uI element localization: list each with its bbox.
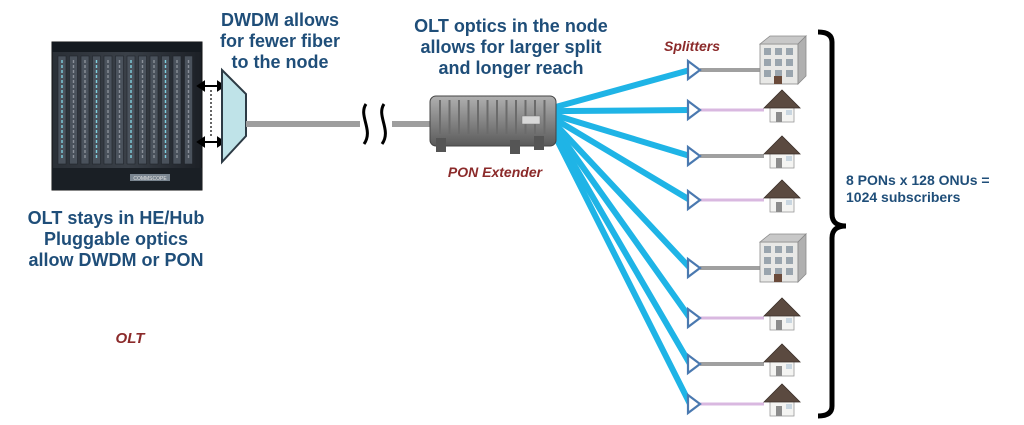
olt-label: OLT — [115, 330, 145, 347]
splitter-icon — [686, 256, 702, 280]
apartment-window — [764, 268, 771, 275]
branch-group — [686, 135, 801, 169]
house-roof — [763, 179, 801, 199]
optics-note: OLT optics in the node allows for larger… — [386, 16, 636, 79]
olt-note-line: allow DWDM or PON — [28, 250, 204, 270]
apartment-side — [797, 35, 807, 85]
apartment-door — [774, 76, 782, 84]
subscriber-count-note: 8 PONs x 128 ONUs = 1024 subscribers — [846, 172, 1016, 206]
chassis-brand-plate — [130, 174, 170, 181]
branch-group — [686, 233, 807, 283]
pon-fiber-line — [549, 114, 693, 203]
house-window — [786, 404, 792, 409]
splitter-icon — [686, 306, 702, 330]
apartment-window — [775, 257, 782, 264]
apartment-window — [786, 70, 793, 77]
apartment-door — [774, 274, 782, 282]
subscriber-bracket — [817, 29, 847, 419]
branch-group — [686, 179, 801, 213]
apartment-window — [786, 48, 793, 55]
olt-note-line: Pluggable optics — [43, 229, 189, 249]
olt-note: OLT stays in HE/Hub Pluggable optics all… — [2, 208, 230, 271]
apartment-window — [775, 268, 782, 275]
splitters-label: Splitters — [663, 38, 720, 54]
apartment-window — [775, 70, 782, 77]
house-door — [776, 112, 782, 122]
apartment-window — [764, 70, 771, 77]
apartment-window — [786, 59, 793, 66]
branch-group — [686, 89, 801, 123]
olt-note-line: OLT stays in HE/Hub — [27, 208, 205, 228]
apartment-window — [786, 246, 793, 253]
house-roof — [763, 297, 801, 317]
apartment-window — [775, 59, 782, 66]
dwdm-note-line: for fewer fiber — [219, 31, 341, 51]
apartment-window — [786, 257, 793, 264]
pon-extender-label: PON Extender — [447, 164, 543, 180]
pon-fiber-line — [549, 107, 693, 115]
splitter-icon — [686, 58, 702, 82]
subscriber-count-line: 8 PONs x 128 ONUs = — [846, 172, 990, 188]
branch-group — [686, 297, 801, 331]
dwdm-note-line: DWDM allows — [220, 10, 339, 30]
house-door — [776, 202, 782, 212]
house-window — [786, 200, 792, 205]
olt-chassis: COMMSCOPE — [51, 41, 203, 191]
splitter-icon — [686, 98, 702, 122]
house-window — [786, 364, 792, 369]
branch-group — [686, 383, 801, 417]
dwdm-note-line: to the node — [231, 52, 329, 72]
apartment-window — [775, 48, 782, 55]
splitter-icon — [686, 188, 702, 212]
branch-group — [686, 35, 807, 85]
splitter-icon — [686, 352, 702, 376]
apartment-window — [775, 246, 782, 253]
house-window — [786, 156, 792, 161]
apartment-window — [764, 48, 771, 55]
apartment-window — [786, 268, 793, 275]
house-window — [786, 318, 792, 323]
house-door — [776, 320, 782, 330]
pon-fiber-line — [549, 120, 693, 321]
branch-group — [686, 343, 801, 377]
optics-note-line: and longer reach — [438, 58, 584, 78]
pon-fiber-line — [549, 127, 693, 407]
house-roof — [763, 89, 801, 109]
pon-fiber-line — [549, 111, 693, 159]
house-window — [786, 110, 792, 115]
splitter-icon — [686, 392, 702, 416]
apartment-side — [797, 233, 807, 283]
pon-fiber-line — [549, 123, 693, 367]
apartment-window — [764, 59, 771, 66]
dwdm-mux — [221, 67, 247, 165]
pon-extender-node — [429, 95, 557, 154]
house-roof — [763, 135, 801, 155]
house-door — [776, 406, 782, 416]
optics-note-line: OLT optics in the node — [414, 16, 608, 36]
house-roof — [763, 383, 801, 403]
fiber-break-icon — [362, 103, 387, 145]
pon-fiber-line — [549, 117, 693, 271]
dwdm-note: DWDM allows for fewer fiber to the node — [210, 10, 350, 73]
apartment-window — [764, 246, 771, 253]
house-door — [776, 366, 782, 376]
pon-fiber-group — [549, 67, 693, 407]
subscriber-count-line: 1024 subscribers — [846, 189, 961, 205]
house-roof — [763, 343, 801, 363]
splitter-icon — [686, 144, 702, 168]
house-door — [776, 158, 782, 168]
chassis-brand-text: COMMSCOPE — [133, 176, 167, 182]
optics-note-line: allows for larger split — [420, 37, 602, 57]
apartment-window — [764, 257, 771, 264]
pon-fiber-line — [549, 67, 693, 111]
